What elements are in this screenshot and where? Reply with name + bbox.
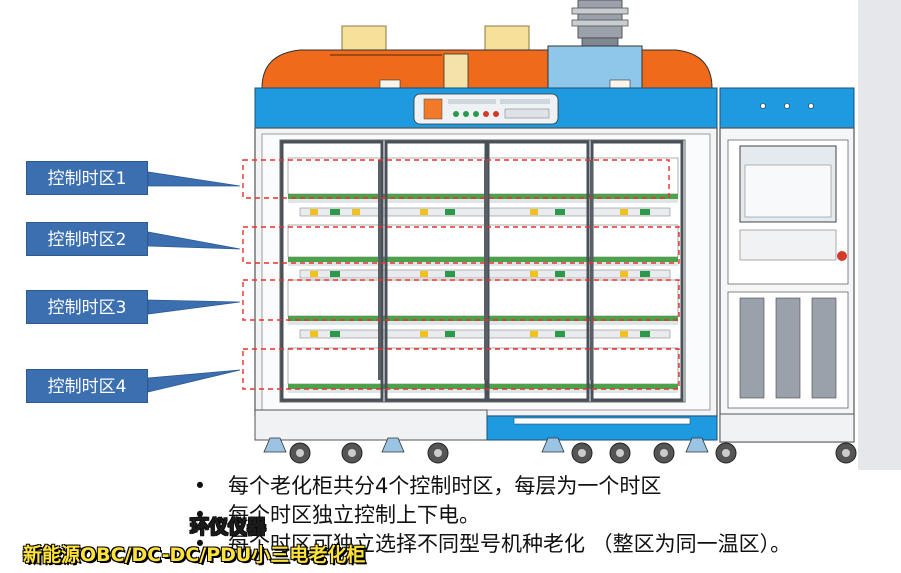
side-cabinet (719, 127, 855, 443)
zone-label-4: 控制时区4 (26, 369, 148, 403)
shelves (287, 157, 679, 393)
zone-outlines (242, 159, 680, 390)
brand-overlay: 环仪仪器 (189, 516, 267, 539)
door-handles (378, 160, 593, 380)
control-panel (413, 93, 559, 125)
callout-pointers (147, 171, 241, 393)
bullet-icon: • (193, 532, 207, 556)
bullet-icon: • (193, 503, 207, 527)
subtitle-overlay: 新能源OBC/DC-DC/PDU小三电老化柜 (23, 544, 366, 566)
zone-label-1: 控制时区1 (26, 161, 148, 195)
bullet-icon: • (193, 474, 207, 498)
casters (263, 437, 857, 464)
exhaust-fan-motor (571, 0, 629, 51)
top-hood (261, 45, 713, 89)
bullet-text: 每个时区可独立选择不同型号机种老化 （整区为同一温区）。 (228, 532, 792, 556)
bullet-text: 每个老化柜共分4个控制时区，每层为一个时区 (228, 474, 662, 498)
zone-label-3: 控制时区3 (26, 290, 148, 324)
zone-label-2: 控制时区2 (26, 222, 148, 256)
bullet-text: 每个时区独立控制上下电。 (228, 503, 480, 527)
